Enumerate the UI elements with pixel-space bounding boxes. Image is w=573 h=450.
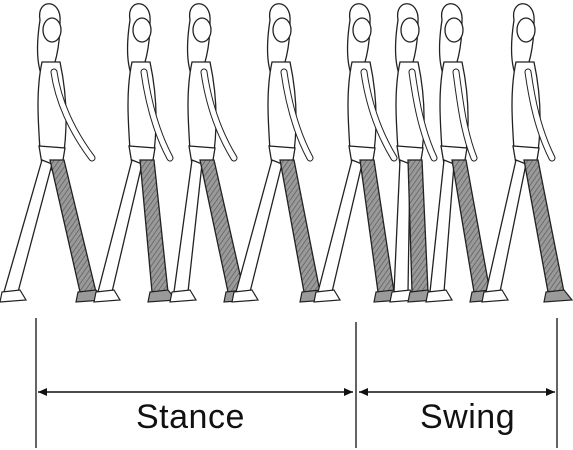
figure-8-shaded-leg	[524, 160, 564, 292]
figure-4-shaded-leg	[280, 160, 320, 292]
walking-figures	[0, 4, 572, 302]
figure-2	[94, 4, 176, 302]
figure-7-shaded-leg	[452, 160, 490, 292]
figure-4-head	[273, 18, 291, 42]
figure-8-left-foot	[482, 290, 508, 302]
figure-1	[0, 4, 104, 302]
figure-2-shaded-leg	[140, 160, 168, 292]
figure-2-left-foot	[94, 290, 120, 302]
figure-1-left-foot	[0, 290, 26, 302]
figure-7-head	[445, 18, 463, 42]
figure-8-left-leg	[486, 160, 526, 292]
figure-4	[232, 4, 328, 302]
figure-3-left-leg	[174, 160, 202, 292]
figure-8-shaded-foot	[544, 290, 572, 302]
figure-4-left-leg	[236, 160, 282, 292]
figure-1-head	[43, 18, 61, 42]
figure-5-shaded-leg	[360, 160, 394, 292]
figure-3	[170, 4, 252, 302]
figure-2-head	[133, 18, 151, 42]
figure-5-left-foot	[314, 290, 340, 302]
figure-8-head	[517, 18, 535, 42]
figure-3-shaded-leg	[200, 160, 244, 292]
figure-3-head	[193, 18, 211, 42]
figure-6-head	[401, 18, 419, 42]
figure-7	[426, 4, 498, 302]
figure-6-shaded-leg	[408, 160, 428, 292]
figure-3-left-foot	[170, 290, 196, 302]
figure-8	[482, 4, 572, 302]
figure-2-left-leg	[98, 160, 142, 292]
figure-1-left-leg	[4, 160, 52, 292]
figure-7-left-foot	[426, 290, 452, 302]
figure-5	[314, 4, 402, 302]
figure-5-left-leg	[318, 160, 362, 292]
figure-1-shaded-leg	[50, 160, 96, 292]
figure-7-left-leg	[430, 160, 454, 292]
stance-label: Stance	[136, 398, 245, 437]
swing-label: Swing	[420, 398, 515, 437]
figure-6-left-leg	[394, 160, 410, 292]
figure-6	[390, 4, 436, 302]
figure-4-left-foot	[232, 290, 258, 302]
figure-5-head	[353, 18, 371, 42]
